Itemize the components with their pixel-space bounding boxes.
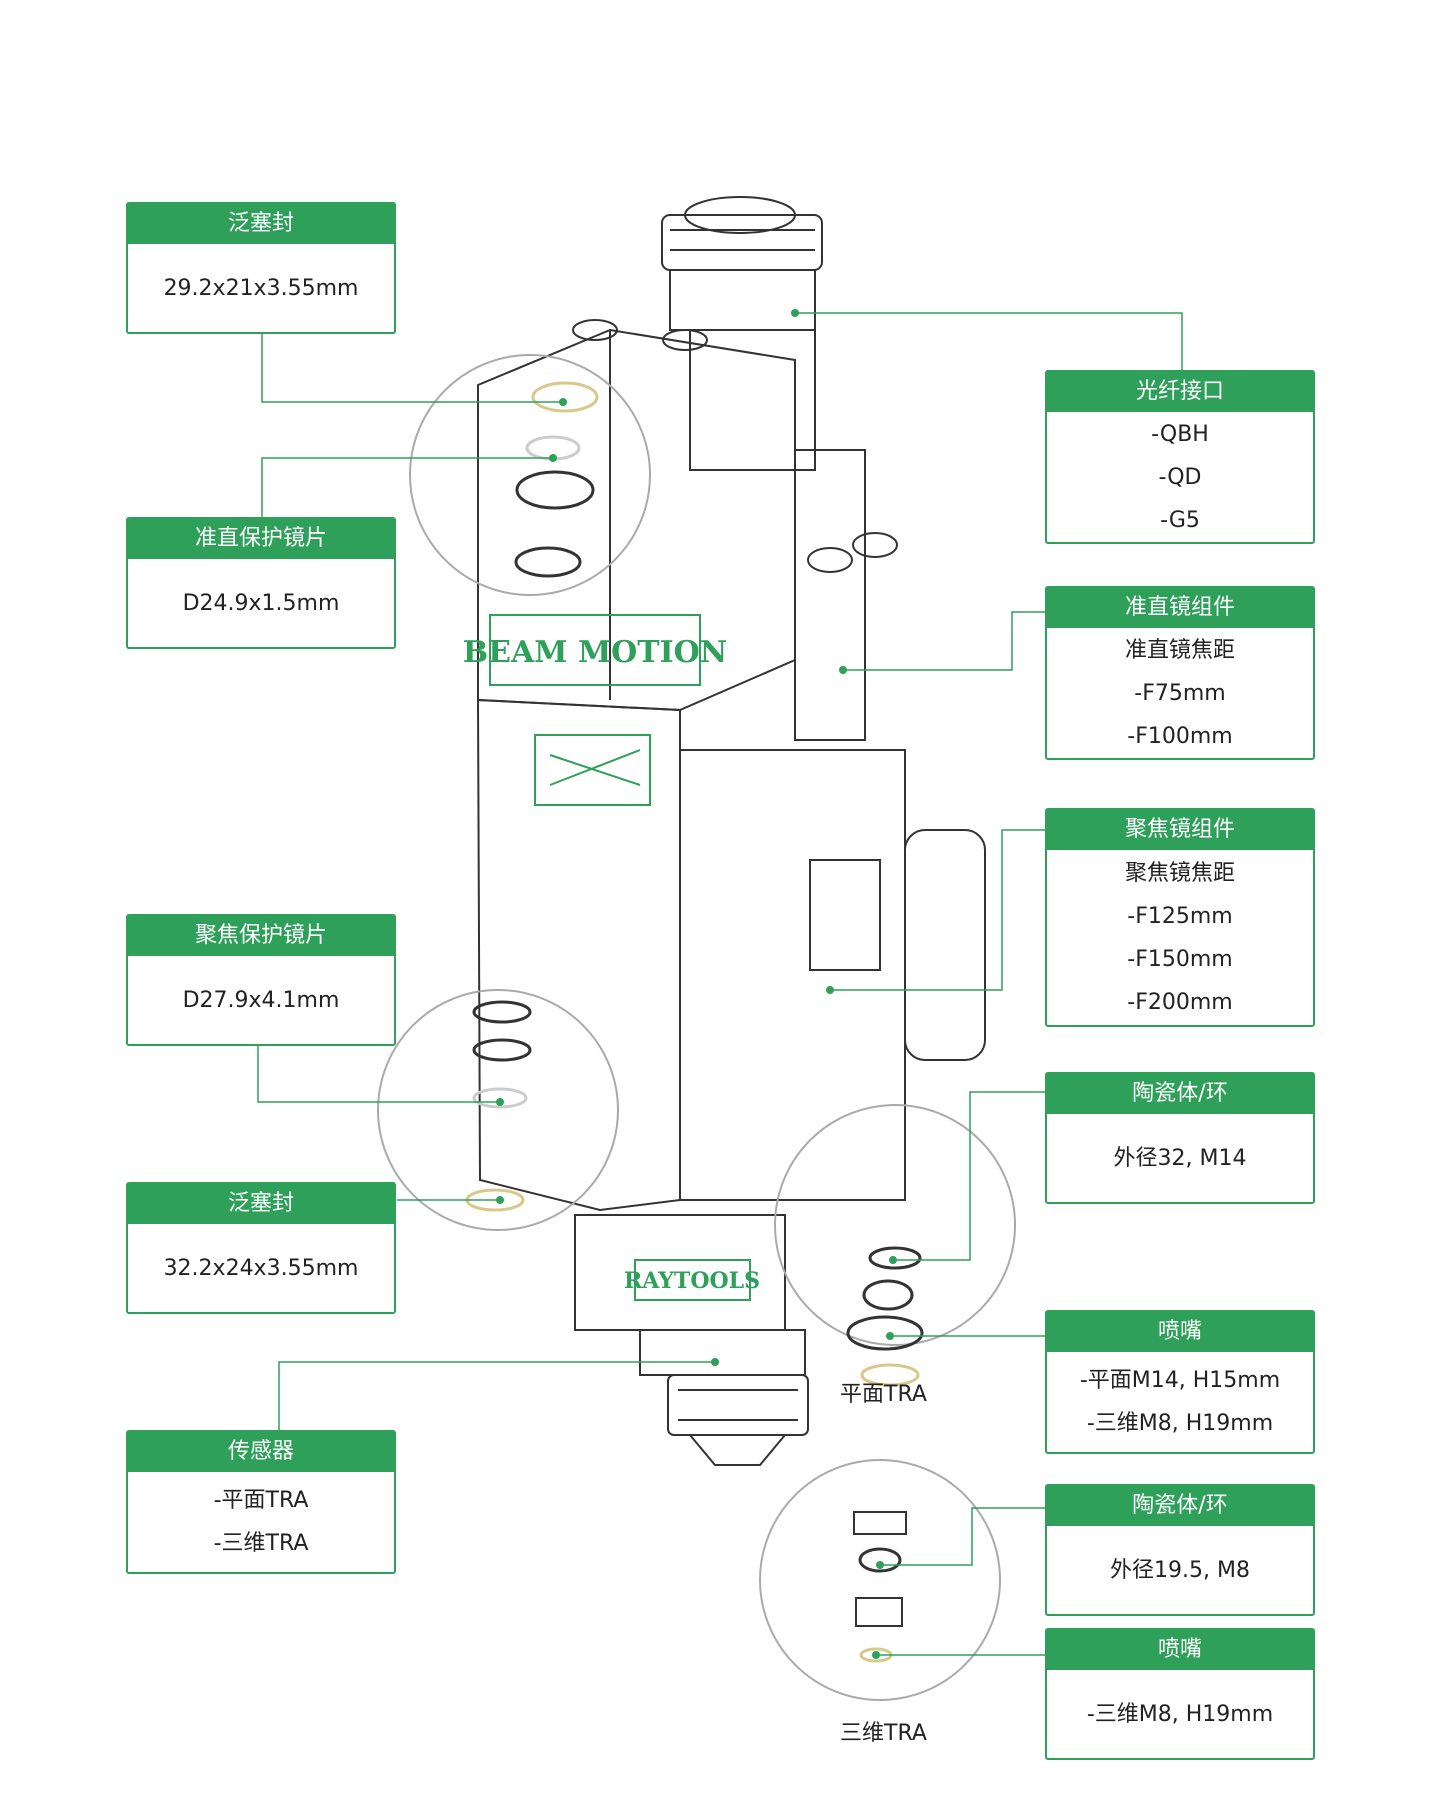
card-line: -平面M14, H15mm — [1079, 1368, 1281, 1393]
card-focus: 聚焦镜组件聚焦镜焦距 -F125mm -F150mm -F200mm — [1045, 808, 1315, 1027]
card-line: -F75mm — [1134, 680, 1226, 706]
card-title: 准直镜组件 — [1047, 588, 1313, 628]
card-line: 32.2x24x3.55mm — [163, 1255, 359, 1281]
card-title: 聚焦保护镜片 — [128, 916, 394, 956]
three-d-tra-label: 三维TRA — [840, 1721, 927, 1746]
card-title: 聚焦镜组件 — [1047, 810, 1313, 850]
laser-head-body — [476, 196, 986, 1466]
card-line: -F150mm — [1127, 946, 1233, 972]
card-line: -三维M8, H19mm — [1086, 1411, 1274, 1436]
detail-circles — [377, 354, 1016, 1701]
card-line: 准直镜焦距 — [1124, 637, 1235, 663]
card-ceramic-1: 陶瓷体/环外径32, M14 — [1045, 1072, 1315, 1204]
card-line: D24.9x1.5mm — [182, 590, 340, 616]
logo-text: RAYTOOLS — [624, 1268, 760, 1294]
card-seal-bottom: 泛塞封 32.2x24x3.55mm — [126, 1182, 396, 1314]
card-ceramic-2: 陶瓷体/环外径19.5, M8 — [1045, 1484, 1315, 1616]
card-line: -QD — [1158, 464, 1202, 490]
card-title: 喷嘴 — [1047, 1312, 1313, 1352]
card-title: 光纤接口 — [1047, 372, 1313, 412]
card-line: -G5 — [1160, 507, 1200, 533]
card-line: -三维TRA — [213, 1531, 309, 1556]
card-line: 29.2x21x3.55mm — [163, 275, 359, 301]
detail-parts — [465, 381, 924, 1663]
flat-tra-label: 平面TRA — [840, 1382, 927, 1407]
brand-plate-text: BEAM MOTION — [463, 635, 727, 670]
card-title: 传感器 — [128, 1432, 394, 1472]
leader-lines — [257, 312, 1183, 1656]
card-title: 陶瓷体/环 — [1047, 1074, 1313, 1114]
card-line: -F100mm — [1127, 723, 1233, 749]
card-title: 泛塞封 — [128, 204, 394, 244]
card-title: 泛塞封 — [128, 1184, 394, 1224]
card-line: 聚焦镜焦距 — [1124, 860, 1235, 886]
card-nozzle-1: 喷嘴 -平面M14, H15mm -三维M8, H19mm — [1045, 1310, 1315, 1454]
leader-dots — [496, 309, 897, 1659]
card-title: 喷嘴 — [1047, 1630, 1313, 1670]
card-nozzle-2: 喷嘴 -三维M8, H19mm — [1045, 1628, 1315, 1760]
card-line: -F125mm — [1127, 903, 1233, 929]
card-collimator: 准直镜组件准直镜焦距 -F75mm -F100mm — [1045, 586, 1315, 760]
card-line: 外径32, M14 — [1113, 1145, 1247, 1171]
card-fiber: 光纤接口 -QBH -QD -G5 — [1045, 370, 1315, 544]
card-title: 准直保护镜片 — [128, 519, 394, 559]
card-line: 外径19.5, M8 — [1110, 1557, 1250, 1583]
card-line: -F200mm — [1127, 989, 1233, 1015]
card-line: -三维M8, H19mm — [1086, 1701, 1274, 1727]
card-focus-protect: 聚焦保护镜片 D27.9x4.1mm — [126, 914, 396, 1046]
card-line: D27.9x4.1mm — [182, 987, 340, 1013]
card-sensor: 传感器 -平面TRA -三维TRA — [126, 1430, 396, 1574]
card-line: -平面TRA — [213, 1488, 309, 1513]
card-title: 陶瓷体/环 — [1047, 1486, 1313, 1526]
card-collimator-protect: 准直保护镜片 D24.9x1.5mm — [126, 517, 396, 649]
card-line: -QBH — [1151, 421, 1209, 447]
card-seal-top: 泛塞封 29.2x21x3.55mm — [126, 202, 396, 334]
